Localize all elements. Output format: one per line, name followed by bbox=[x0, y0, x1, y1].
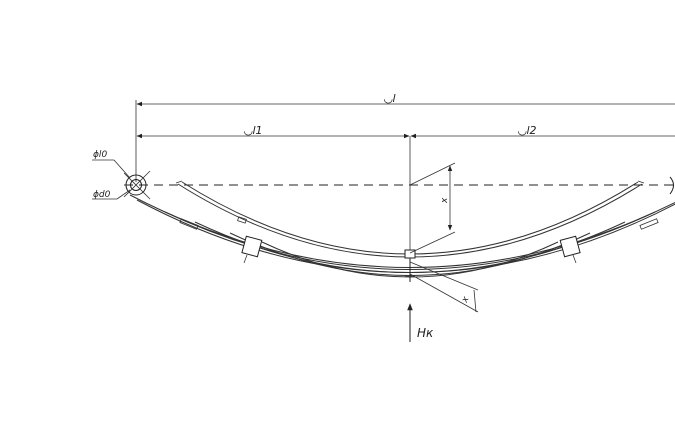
eye-leader-top-slope bbox=[113, 159, 131, 179]
deflection-triangle bbox=[409, 162, 456, 254]
oblique-x-label: x bbox=[460, 295, 472, 306]
eye-bottom-label: ϕd0 bbox=[93, 190, 111, 200]
clip-right-bolt bbox=[572, 254, 577, 264]
span-left-label: ◡l1 bbox=[244, 124, 263, 137]
eye-outer-circle bbox=[125, 174, 147, 196]
clip-left-bolt bbox=[243, 254, 248, 264]
leaf-end-left bbox=[175, 180, 183, 184]
pad-left bbox=[179, 218, 199, 230]
oblique-tick bbox=[473, 289, 477, 313]
oblique-line-upper bbox=[409, 261, 479, 291]
eye-leader-bottom-slope bbox=[116, 189, 131, 200]
load-label: Hк bbox=[417, 326, 434, 340]
leaf-end-right bbox=[637, 180, 645, 184]
pad-left-2 bbox=[237, 216, 247, 224]
span-right-label: ◡l2 bbox=[518, 124, 537, 137]
clip-left bbox=[241, 235, 263, 258]
eye-cross-2 bbox=[123, 170, 151, 198]
spring-eye-right bbox=[669, 176, 674, 195]
oblique-line-lower bbox=[409, 273, 479, 313]
rebound-clips bbox=[179, 216, 659, 264]
pad-right bbox=[639, 218, 659, 230]
triangle-lower-edge bbox=[409, 231, 456, 254]
spring-eye-left bbox=[92, 159, 151, 200]
span-total-label: ◡l bbox=[384, 92, 396, 105]
clip-right bbox=[559, 235, 581, 258]
spring-leaves bbox=[129, 180, 675, 278]
eye-cross-1 bbox=[123, 172, 151, 200]
oblique-deflection bbox=[409, 261, 479, 313]
vertical-x-label: x bbox=[440, 197, 450, 204]
triangle-upper-edge bbox=[409, 162, 456, 186]
dimension-lines bbox=[135, 100, 675, 258]
eye-inner-circle bbox=[130, 179, 142, 191]
eye-top-label: ϕl0 bbox=[93, 150, 107, 160]
